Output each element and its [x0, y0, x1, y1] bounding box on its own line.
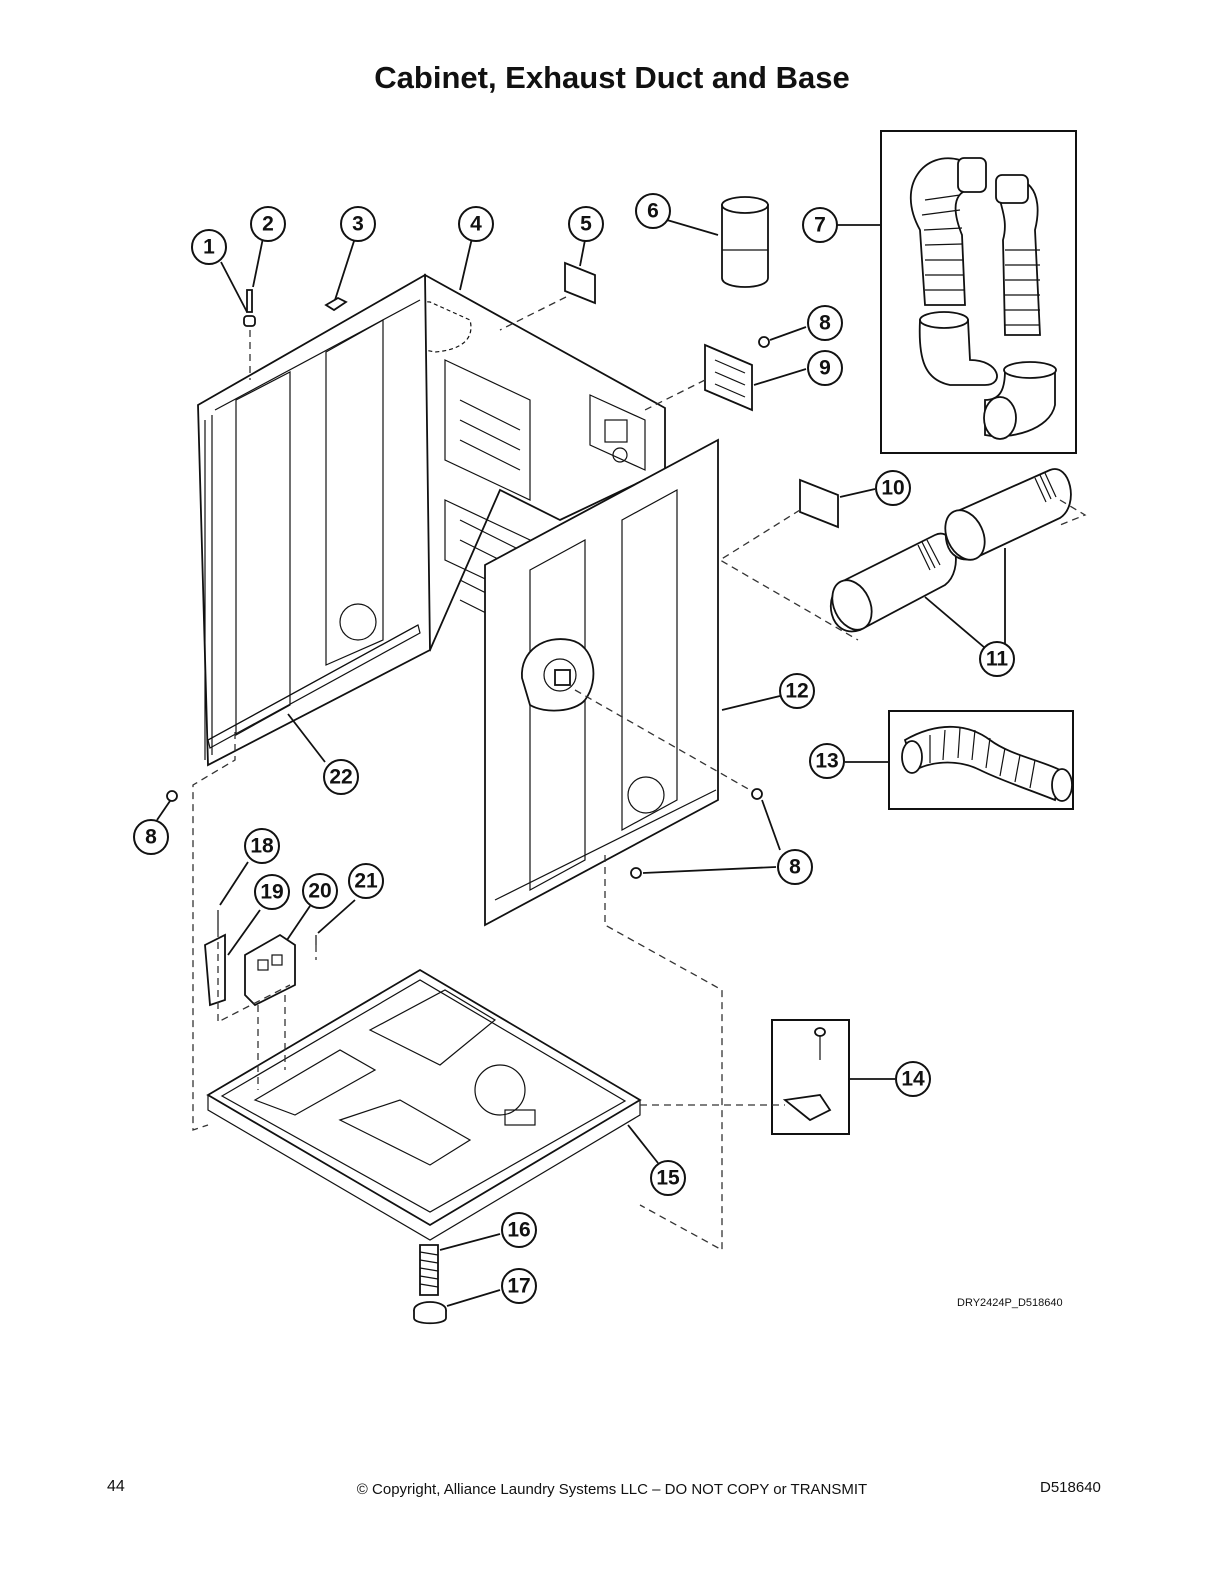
svg-text:22: 22	[329, 766, 352, 789]
svg-text:11: 11	[986, 648, 1009, 671]
copyright-notice: © Copyright, Alliance Laundry Systems LL…	[356, 1481, 868, 1498]
callout-12: 12	[779, 673, 815, 709]
svg-text:18: 18	[250, 835, 274, 858]
cabinet-right-side-panel-part	[484, 438, 719, 927]
svg-text:10: 10	[881, 477, 904, 500]
detail-box-leveling-bracket	[771, 1019, 850, 1135]
terminal-block-parts	[204, 910, 317, 1007]
callout-2: 2	[250, 206, 286, 242]
leveling-leg-part	[419, 1244, 439, 1296]
page-title: Cabinet, Exhaust Duct and Base	[374, 60, 850, 95]
callout-8-bottom: 8	[777, 849, 813, 885]
callout-10: 10	[875, 470, 911, 506]
callout-1: 1	[191, 229, 227, 265]
label-plate-part-10	[799, 478, 839, 529]
callout-8-top: 8	[807, 305, 843, 341]
svg-text:17: 17	[507, 1275, 530, 1298]
svg-text:19: 19	[260, 881, 283, 904]
callout-14: 14	[895, 1061, 931, 1097]
callout-9: 9	[807, 350, 843, 386]
screw-parts	[166, 289, 770, 879]
svg-text:8: 8	[819, 312, 831, 335]
svg-text:4: 4	[470, 213, 482, 236]
exhaust-duct-part	[721, 196, 769, 288]
leveling-bracket-part	[782, 1027, 832, 1122]
document-id: D518640	[1040, 1479, 1101, 1496]
callout-8-left: 8	[133, 819, 169, 855]
callout-22: 22	[323, 759, 359, 795]
callout-7: 7	[802, 207, 838, 243]
svg-text:20: 20	[308, 880, 331, 903]
svg-text:16: 16	[507, 1219, 530, 1242]
vent-grille-part	[704, 343, 753, 412]
front-rail-part	[207, 624, 421, 749]
exhaust-elbow-kit-part	[909, 157, 1057, 440]
cabinet-left-side-panel	[197, 273, 431, 767]
svg-text:6: 6	[647, 200, 659, 223]
flex-duct-part	[901, 725, 1073, 802]
svg-text:14: 14	[901, 1068, 925, 1091]
detail-box-exhaust-elbows	[880, 130, 1077, 454]
callout-11: 11	[979, 641, 1015, 677]
label-plate-part-5	[564, 261, 596, 305]
callout-20: 20	[302, 873, 338, 909]
rigid-duct-tubes-part	[829, 468, 1072, 633]
callout-6: 6	[635, 193, 671, 229]
svg-text:2: 2	[262, 213, 274, 236]
drawing-code: DRY2424P_D518640	[957, 1297, 1063, 1309]
callout-13: 13	[809, 743, 845, 779]
svg-text:21: 21	[354, 870, 378, 893]
page-number: 44	[107, 1478, 125, 1495]
svg-text:8: 8	[145, 826, 157, 849]
svg-text:7: 7	[814, 214, 826, 237]
callout-18: 18	[244, 828, 280, 864]
svg-text:15: 15	[656, 1167, 680, 1190]
callout-16: 16	[501, 1212, 537, 1248]
svg-text:12: 12	[785, 680, 808, 703]
cabinet-base-part	[206, 968, 642, 1241]
callout-3: 3	[340, 206, 376, 242]
callout-21: 21	[348, 863, 384, 899]
callout-15: 15	[650, 1160, 686, 1196]
callout-19: 19	[254, 874, 290, 910]
callout-4: 4	[458, 206, 494, 242]
callout-17: 17	[501, 1268, 537, 1304]
svg-text:8: 8	[789, 856, 801, 879]
svg-text:13: 13	[815, 750, 838, 773]
leveling-pad-part	[413, 1301, 447, 1325]
svg-text:9: 9	[819, 357, 831, 380]
callout-5: 5	[568, 206, 604, 242]
leader-lines	[156, 219, 1006, 1307]
svg-text:3: 3	[352, 213, 364, 236]
svg-text:1: 1	[203, 236, 215, 259]
assembly-guide-lines	[192, 296, 1087, 1252]
svg-text:5: 5	[580, 213, 592, 236]
detail-box-flex-duct	[888, 710, 1074, 810]
